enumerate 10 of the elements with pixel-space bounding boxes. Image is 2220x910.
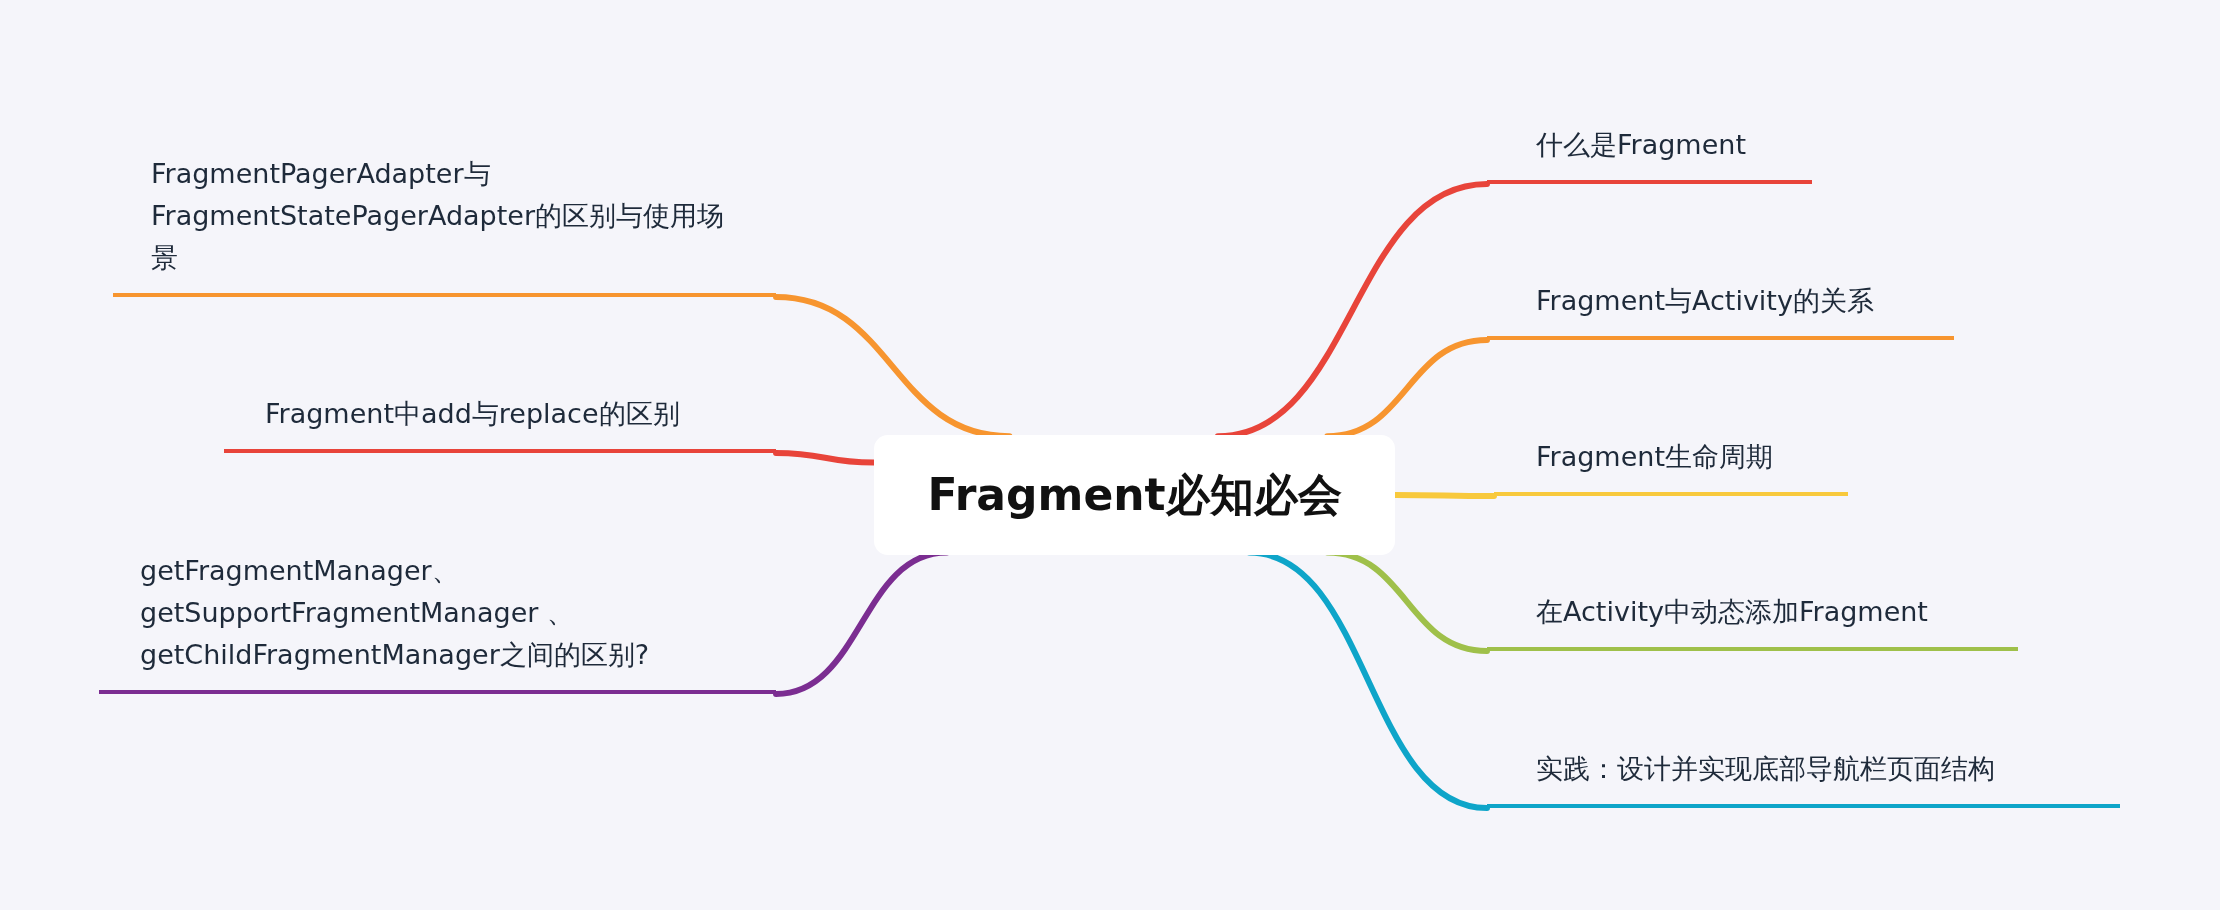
- topic-text: Fragment与Activity的关系: [1536, 284, 1875, 319]
- topic-text: 什么是Fragment: [1536, 128, 1747, 163]
- topic-text: 实践：设计并实现底部导航栏页面结构: [1536, 752, 1996, 787]
- central-topic: [874, 435, 1395, 555]
- topic-text: Fragment中add与replace的区别: [265, 397, 681, 432]
- topic-text: Fragment必知必会: [927, 467, 1342, 522]
- topic-text: getFragmentManager、 getSupportFragmentManager 、 getChildFragmentManager之间的区别?: [140, 554, 651, 673]
- topic-text: 在Activity中动态添加Fragment: [1536, 595, 1929, 630]
- topic-text: Fragment生命周期: [1536, 440, 1774, 475]
- topic-text: FragmentPagerAdapter与 FragmentStatePagerAdapter的区别与使用场景: [151, 157, 725, 276]
